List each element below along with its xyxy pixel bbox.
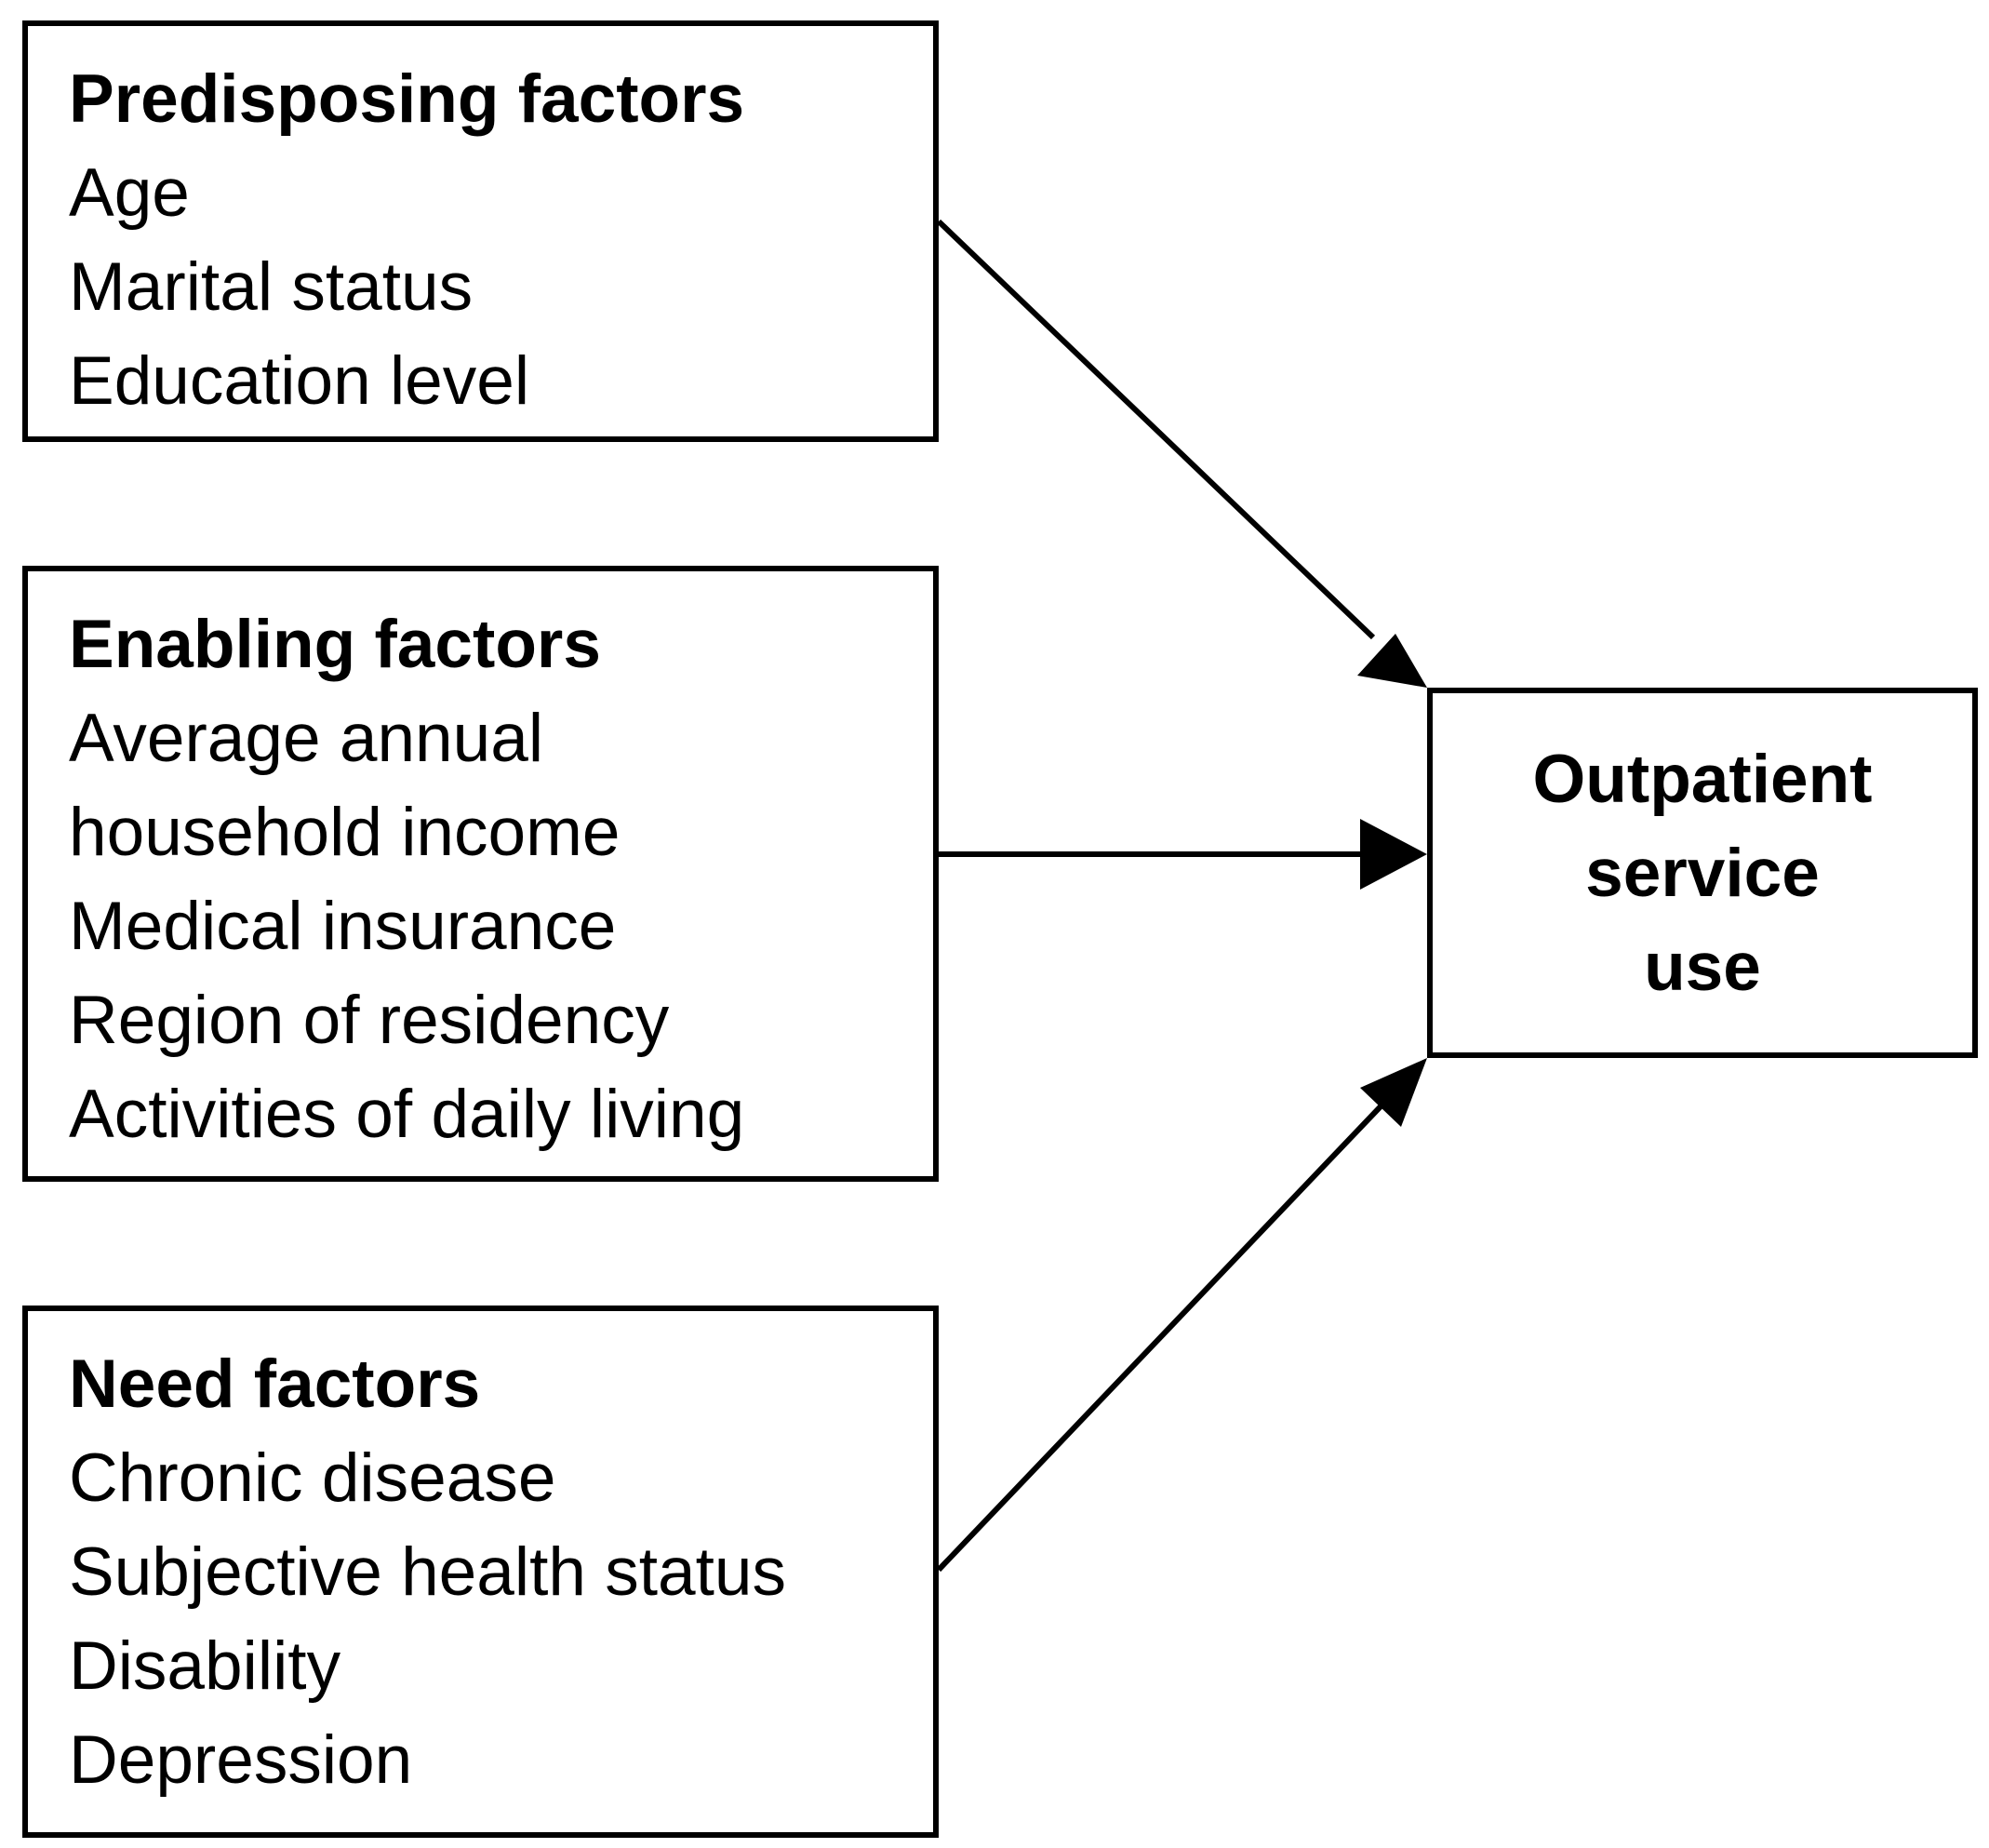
need-item-depression: Depression [69,1722,413,1798]
arrow-predisposing-to-outcome [936,219,1427,688]
predisposing-item-education-level: Education level [69,343,530,419]
enabling-factors-box: Enabling factors Average annual househol… [22,566,939,1182]
need-item-disability: Disability [69,1628,341,1704]
enabling-item-income-line2: household income [69,795,621,870]
predisposing-item-marital-status: Marital status [69,249,474,325]
outcome-label-line3: use [1644,929,1761,1005]
enabling-item-activities-of-daily-living: Activities of daily living [69,1077,745,1152]
need-factors-box: Need factors Chronic disease Subjective … [22,1306,939,1838]
enabling-item-income-line1: Average annual [69,701,544,776]
outcome-label-line1: Outpatient [1532,741,1873,817]
predisposing-item-age: Age [69,155,190,231]
need-item-subjective-health-status: Subjective health status [69,1534,787,1610]
need-factors-title: Need factors [69,1346,481,1422]
arrow-need-to-outcome [936,1058,1427,1573]
outcome-label: Outpatient service use [1533,732,1873,1014]
arrow-enabling-to-outcome [939,819,1427,890]
predisposing-factors-title: Predisposing factors [69,61,745,137]
outcome-label-line2: service [1585,835,1820,911]
enabling-item-region-of-residency: Region of residency [69,983,670,1058]
predisposing-factors-box: Predisposing factors Age Marital status … [22,20,939,442]
outpatient-service-use-box: Outpatient service use [1427,688,1978,1058]
enabling-factors-title: Enabling factors [69,607,601,682]
need-item-chronic-disease: Chronic disease [69,1440,556,1516]
enabling-item-medical-insurance: Medical insurance [69,889,617,964]
